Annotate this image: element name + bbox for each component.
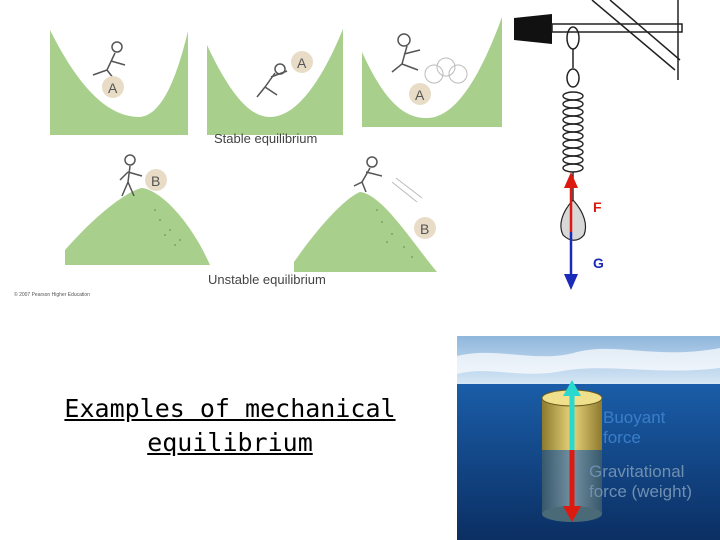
valley-slope <box>50 30 188 135</box>
hill-shading <box>154 209 181 246</box>
clouds <box>457 348 720 374</box>
spring-top-ring <box>566 68 580 88</box>
stable-panel-1: A <box>50 30 188 135</box>
stable-panel-2: A <box>207 29 343 135</box>
valley-slope <box>207 29 343 135</box>
gravitational-force-label-line-2: force (weight) <box>589 482 692 501</box>
figure-person <box>391 33 421 73</box>
force-up-arrowhead <box>564 172 578 188</box>
slide-title-line-2: equilibrium <box>147 428 313 457</box>
force-up-label: F <box>593 199 602 215</box>
hanging-weight <box>560 199 587 241</box>
stand-bar <box>591 0 681 71</box>
unstable-panel-2: B <box>294 156 437 272</box>
ball-a-label: A <box>108 80 118 96</box>
figure-person <box>256 63 288 98</box>
hill-slope <box>65 188 210 265</box>
force-down-arrowhead <box>564 274 578 290</box>
clamp-knob <box>514 14 552 44</box>
ball-a <box>409 83 431 105</box>
ball-b <box>414 217 436 239</box>
unstable-caption: Unstable equilibrium <box>208 272 326 287</box>
hill-shading <box>376 209 413 258</box>
gravity-force-arrowhead <box>563 506 581 522</box>
buoyant-force-label-line-1: Buoyant <box>603 408 666 427</box>
motion-lines <box>391 177 423 203</box>
spring-coil <box>562 91 584 173</box>
buoyant-force-label-line-2: force <box>603 428 641 447</box>
buoyant-force-label: Buoyant force <box>603 408 665 448</box>
ball-b-label: B <box>151 173 160 189</box>
ball-b-label: B <box>420 221 429 237</box>
valley-slope <box>362 17 502 127</box>
ball-a-label: A <box>297 55 307 71</box>
unstable-panel-1: B <box>65 154 210 265</box>
stable-panel-3: A <box>362 17 502 127</box>
ball-b <box>145 169 167 191</box>
spring-apparatus: F G <box>514 0 683 290</box>
motion-trail <box>424 57 468 84</box>
slide-title: Examples of mechanical equilibrium <box>30 392 430 460</box>
buoyant-force-arrowhead <box>563 380 581 396</box>
figure-person <box>353 156 383 193</box>
buoyancy-diagram: Buoyant force Gravitational force (weigh… <box>457 336 720 540</box>
ball-a-label: A <box>415 87 425 103</box>
figure-person <box>119 154 143 197</box>
ball-a <box>291 51 313 73</box>
gravitational-force-label-line-1: Gravitational <box>589 462 685 481</box>
gravitational-force-label: Gravitational force (weight) <box>589 462 692 502</box>
copyright-note: © 2007 Pearson Higher Education <box>14 292 90 298</box>
clamp-rod <box>551 23 683 33</box>
ball-a <box>102 76 124 98</box>
force-down-label: G <box>593 255 604 271</box>
hill-slope <box>294 192 437 272</box>
stable-caption: Stable equilibrium <box>214 131 318 146</box>
buoyancy-scene <box>457 336 720 540</box>
slide-title-line-1: Examples of mechanical <box>64 394 396 423</box>
